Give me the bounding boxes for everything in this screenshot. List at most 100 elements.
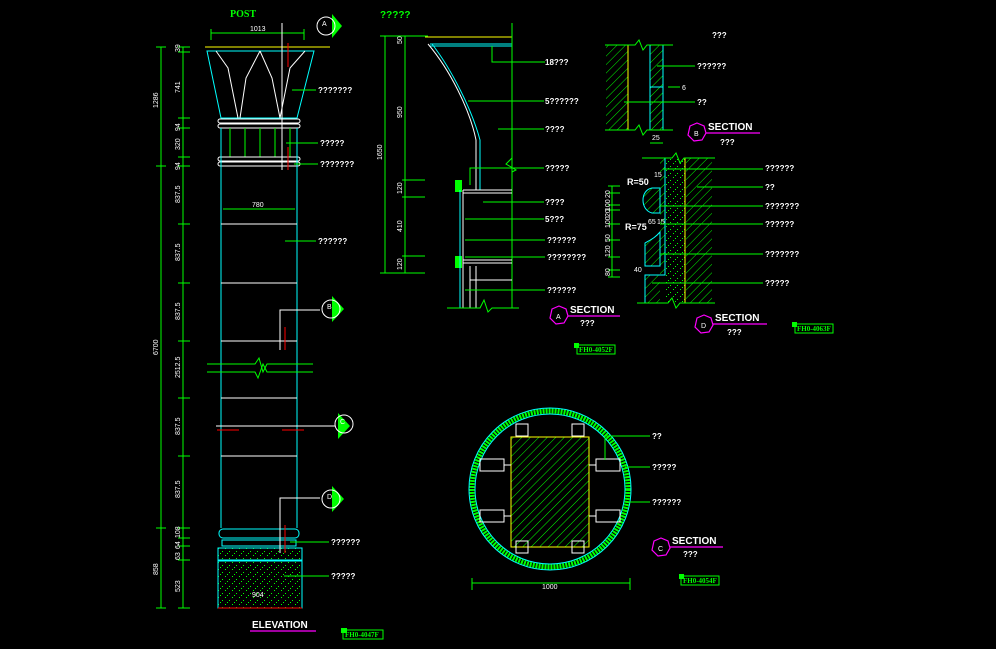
section-b-heading: ??? [712, 31, 727, 40]
clamp-icon [479, 509, 505, 523]
section-b-sub: ??? [720, 138, 735, 147]
dim-total: 858 [153, 563, 160, 575]
callout: ?????? [331, 538, 360, 547]
dim-left: 320 [175, 138, 182, 150]
svg-text:A: A [556, 314, 561, 321]
section-a-marker[interactable]: A [549, 305, 569, 325]
section-marker-a[interactable]: A [316, 14, 342, 38]
dim-left: 837.5 [175, 417, 182, 435]
dim-base-width: 904 [252, 592, 264, 599]
dim-left: 741 [175, 81, 182, 93]
dim: 20 [605, 209, 612, 217]
clamp-icon [515, 423, 529, 437]
dim-left: 2512.5 [175, 356, 182, 378]
dim-left: 64 [175, 541, 182, 549]
section-marker-c[interactable]: C [334, 413, 354, 439]
callout: ?????? [318, 237, 347, 246]
dim: 15 [657, 219, 665, 226]
svg-text:C: C [340, 419, 345, 426]
callout: ??????? [765, 202, 799, 211]
dim-left: 837.5 [175, 243, 182, 261]
callout: ?? [765, 183, 775, 192]
dim: 100 [605, 216, 612, 228]
dim-left: 837.5 [175, 302, 182, 320]
dim-left: 837.5 [175, 480, 182, 498]
svg-text:B: B [327, 304, 332, 311]
callout: ???????? [547, 253, 586, 262]
dim-left: 837.5 [175, 185, 182, 203]
drawing-tag: FH0-4052F [579, 346, 613, 354]
dim: 15 [654, 172, 662, 179]
callout: ??????? [765, 250, 799, 259]
dim: 80 [605, 268, 612, 276]
callout: ????? [545, 164, 570, 173]
callout: ???? [545, 125, 565, 134]
dim: 20 [605, 190, 612, 198]
section-a-view: ????? 50 950 1650 120 410 120 18??? 5?????? ?… [377, 10, 620, 355]
svg-text:D: D [701, 323, 706, 330]
svg-text:D: D [327, 494, 332, 501]
dim: 120 [397, 182, 404, 194]
section-d-view: R=50 R=75 15 65 15 40 20100201005012080 … [605, 152, 834, 337]
callout: ?????? [697, 62, 726, 71]
callout: ??????? [320, 160, 354, 169]
callout: ????? [765, 279, 790, 288]
clamp-icon [595, 509, 621, 523]
section-b-marker[interactable]: B [687, 122, 707, 142]
callout: ????? [320, 139, 345, 148]
clamp-icon [571, 423, 585, 437]
dim: 25 [652, 135, 660, 142]
callout: 5?????? [545, 97, 579, 106]
dim-left: 108 [175, 526, 182, 538]
dim: 120 [397, 258, 404, 270]
section-d-label: SECTION [715, 313, 759, 324]
dim: 65 [648, 219, 656, 226]
svg-text:B: B [694, 131, 699, 138]
dim-diameter: 1000 [542, 584, 558, 591]
dim: 950 [397, 106, 404, 118]
callout: ????? [331, 572, 356, 581]
dim-left: 94 [175, 162, 182, 170]
section-a-heading: ????? [380, 10, 411, 21]
dim-left: 63 [175, 552, 182, 560]
callout: ???? [545, 198, 565, 207]
callout: ????? [652, 463, 677, 472]
section-b-label: SECTION [708, 122, 752, 133]
dim: 6 [682, 85, 686, 92]
section-b-view: ??? ?????? ?? 6 25 B SECTION ??? [605, 31, 760, 147]
callout: ?????? [652, 498, 681, 507]
section-marker-b[interactable]: B [321, 296, 344, 322]
callout: ?????? [547, 236, 576, 245]
section-c-label: SECTION [672, 536, 716, 547]
dim-total: 6700 [153, 339, 160, 355]
section-c-marker[interactable]: C [651, 537, 671, 557]
callout: ??????? [318, 86, 352, 95]
section-c-view: 1000 ?? ????? ?????? C SECTION ??? FH0-4… [468, 407, 723, 591]
callout: ?????? [765, 220, 794, 229]
dim-top-width: 1013 [250, 26, 266, 33]
dim-left: 39 [175, 44, 182, 52]
section-d-sub: ??? [727, 328, 742, 337]
dim: 410 [397, 220, 404, 232]
dim-left: 523 [175, 580, 182, 592]
callout: 18??? [545, 58, 569, 67]
radius-label: R=75 [625, 222, 647, 232]
radius-label: R=50 [627, 177, 649, 187]
dim: 1650 [377, 144, 384, 160]
svg-text:C: C [658, 546, 663, 553]
section-d-marker[interactable]: D [694, 314, 714, 334]
drawing-tag: FH0-4063F [797, 325, 831, 333]
callout: 5??? [545, 215, 564, 224]
section-marker-d[interactable]: D [321, 486, 344, 512]
dim-left: 94 [175, 123, 182, 131]
drawing-tag: FH0-4047F [345, 631, 379, 639]
drawing-tag: FH0-4054F [683, 577, 717, 585]
clamp-icon [479, 458, 505, 472]
callout: ?????? [547, 286, 576, 295]
dim: 40 [634, 267, 642, 274]
section-a-sub: ??? [580, 319, 595, 328]
dim: 50 [397, 36, 404, 44]
clamp-icon [595, 458, 621, 472]
clamp-icon [515, 540, 529, 554]
